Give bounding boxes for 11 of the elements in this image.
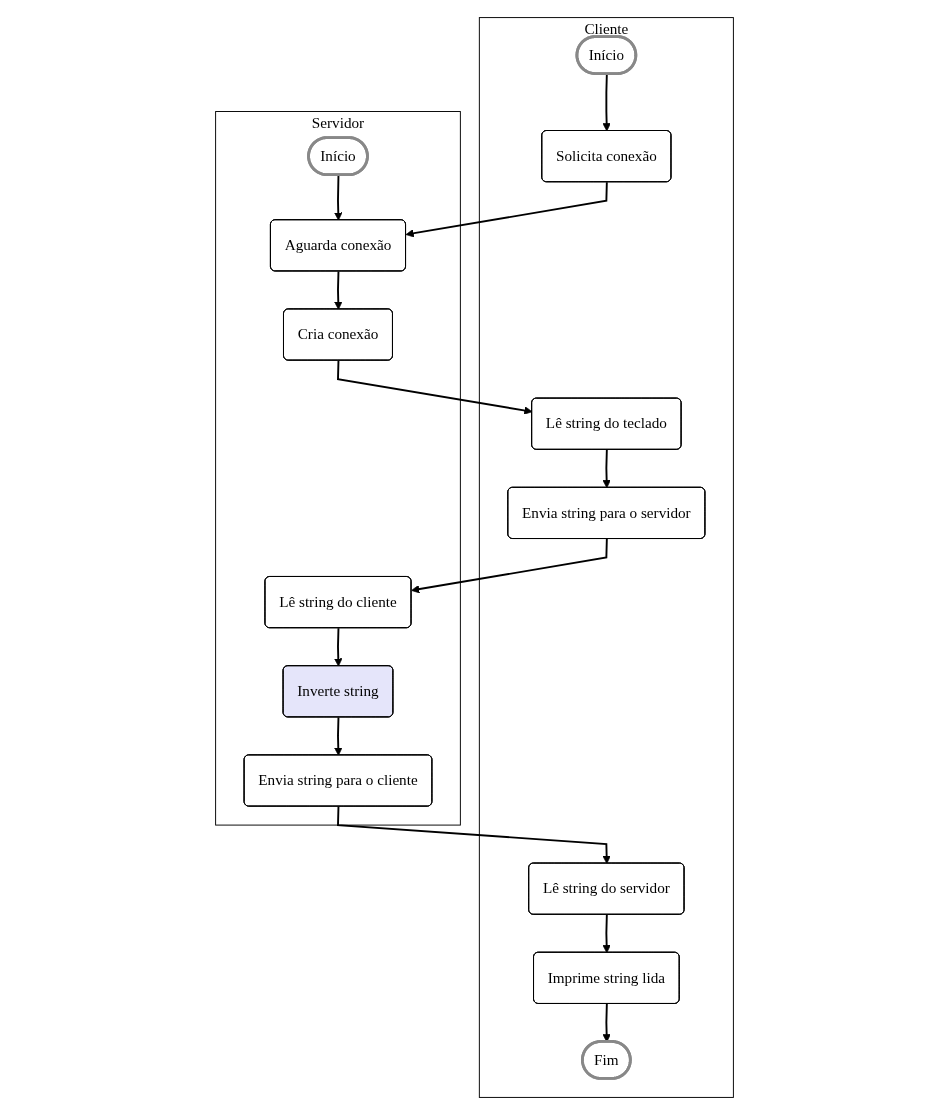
arrow [334, 627, 343, 667]
arrow [602, 73, 611, 132]
arrow [334, 174, 343, 221]
arrow [334, 270, 343, 310]
arrow [602, 913, 611, 954]
arrow [334, 716, 343, 756]
arrow [337, 359, 533, 415]
arrow [411, 538, 608, 594]
arrow [337, 805, 611, 864]
arrow [602, 448, 611, 489]
arrow [405, 181, 608, 238]
